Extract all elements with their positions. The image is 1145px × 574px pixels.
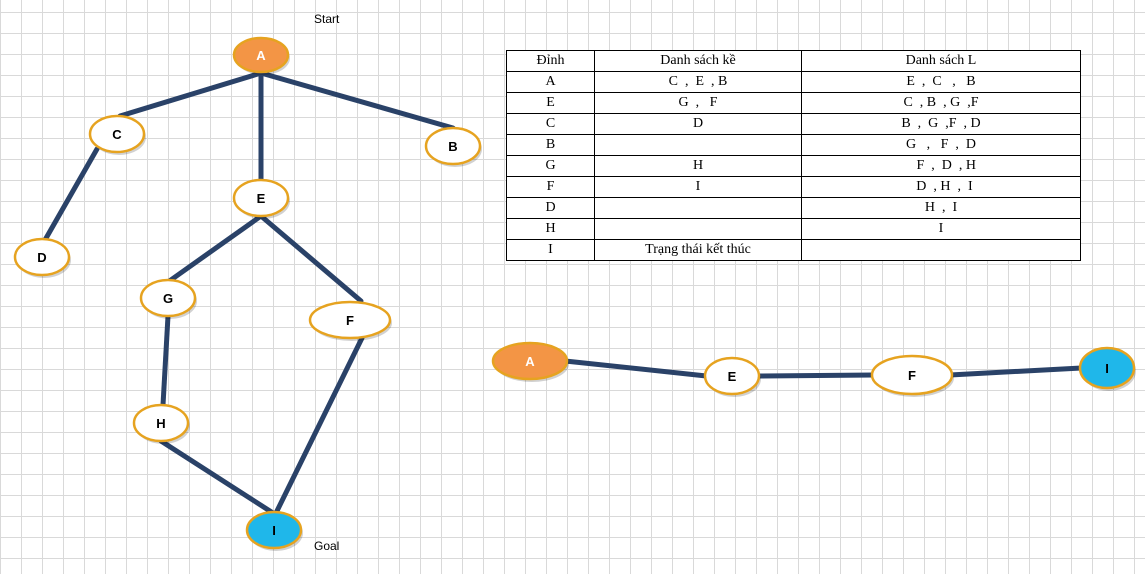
table-cell bbox=[594, 218, 802, 240]
edge-h-i bbox=[158, 438, 276, 516]
node-label: I bbox=[272, 523, 276, 538]
node-label: C bbox=[112, 127, 122, 142]
edge-e-g bbox=[165, 213, 264, 285]
node-label: F bbox=[908, 368, 916, 383]
table-cell: I bbox=[801, 218, 1081, 240]
tree-node-i: I bbox=[245, 510, 303, 551]
table-cell: D bbox=[506, 197, 595, 219]
table-cell: G , F , D bbox=[801, 134, 1081, 156]
table-row: B G , F , D bbox=[506, 134, 1081, 156]
table-cell: F , D , H bbox=[801, 155, 1081, 177]
node-label: G bbox=[163, 291, 173, 306]
table-cell: D bbox=[594, 113, 802, 135]
edge-e-f bbox=[258, 213, 364, 304]
table-cell: A bbox=[506, 71, 595, 93]
edge-g-h bbox=[160, 313, 171, 408]
tree-node-e: E bbox=[232, 178, 290, 219]
table-cell: Trạng thái kết thúc bbox=[594, 239, 802, 261]
edge-a-c bbox=[117, 70, 264, 119]
node-label: F bbox=[346, 313, 354, 328]
node-label: H bbox=[156, 416, 165, 431]
header-vertex: Đỉnh bbox=[506, 50, 595, 72]
table-cell: E , C , B bbox=[801, 71, 1081, 93]
tree-node-f: F bbox=[308, 300, 392, 341]
node-ellipse bbox=[232, 178, 290, 218]
table-cell: H bbox=[594, 155, 802, 177]
path-edge-a-e bbox=[562, 358, 709, 379]
edge-c-d bbox=[42, 146, 100, 243]
header-list-l: Danh sách L bbox=[801, 50, 1081, 72]
table-cell: D , H , I bbox=[801, 176, 1081, 198]
table-cell: C , B , G ,F bbox=[801, 92, 1081, 114]
edges-layer bbox=[42, 70, 1084, 516]
node-label: A bbox=[256, 48, 266, 63]
node-label: E bbox=[728, 369, 737, 384]
tree-node-d: D bbox=[13, 237, 71, 278]
node-ellipse bbox=[424, 126, 482, 166]
tree-node-b: B bbox=[424, 126, 482, 167]
node-label: A bbox=[525, 354, 535, 369]
header-adjacency-list: Danh sách kề bbox=[594, 50, 802, 72]
path-edge-e-f bbox=[755, 372, 877, 379]
edge-a-b bbox=[258, 70, 456, 131]
table-header-row: Đỉnh Danh sách kề Danh sách L bbox=[506, 50, 1081, 72]
table-cell bbox=[801, 239, 1081, 261]
table-cell: C , E , B bbox=[594, 71, 802, 93]
table-cell: G bbox=[506, 155, 595, 177]
table-cell: E bbox=[506, 92, 595, 114]
node-ellipse bbox=[13, 237, 71, 277]
path-edge-f-i bbox=[947, 365, 1084, 378]
tree-node-h: H bbox=[132, 403, 190, 444]
node-label: B bbox=[448, 139, 457, 154]
tree-node-a: A bbox=[232, 36, 290, 75]
table-cell: H bbox=[506, 218, 595, 240]
node-ellipse bbox=[132, 403, 190, 443]
path-node-f: F bbox=[870, 354, 954, 397]
path-node-e: E bbox=[703, 356, 761, 397]
path-node-i: I bbox=[1078, 346, 1136, 391]
table-cell: I bbox=[506, 239, 595, 261]
table-cell: C bbox=[506, 113, 595, 135]
edge-f-i bbox=[273, 335, 365, 516]
node-ellipse bbox=[88, 114, 146, 154]
node-ellipse bbox=[139, 278, 197, 318]
node-ellipse bbox=[232, 36, 290, 74]
table-cell: B , G ,F , D bbox=[801, 113, 1081, 135]
node-ellipse bbox=[703, 356, 761, 396]
table-cell: B bbox=[506, 134, 595, 156]
path-node-a: A bbox=[491, 341, 569, 382]
node-ellipse bbox=[491, 341, 569, 381]
node-ellipse bbox=[245, 510, 303, 550]
table-cell: F bbox=[506, 176, 595, 198]
table-cell: H , I bbox=[801, 197, 1081, 219]
tree-node-c: C bbox=[88, 114, 146, 155]
goal-label: Goal bbox=[314, 539, 340, 553]
tree-node-g: G bbox=[139, 278, 197, 319]
table-cell: I bbox=[594, 176, 802, 198]
table-cell bbox=[594, 197, 802, 219]
table-row: D H , I bbox=[506, 197, 1081, 219]
node-label: D bbox=[37, 250, 46, 265]
node-ellipse bbox=[1078, 346, 1136, 390]
start-label: Start bbox=[314, 12, 340, 26]
table-cell bbox=[594, 134, 802, 156]
node-label: E bbox=[257, 191, 266, 206]
node-ellipse bbox=[870, 354, 954, 396]
table-cell: G , F bbox=[594, 92, 802, 114]
node-label: I bbox=[1105, 361, 1109, 376]
node-ellipse bbox=[308, 300, 392, 340]
